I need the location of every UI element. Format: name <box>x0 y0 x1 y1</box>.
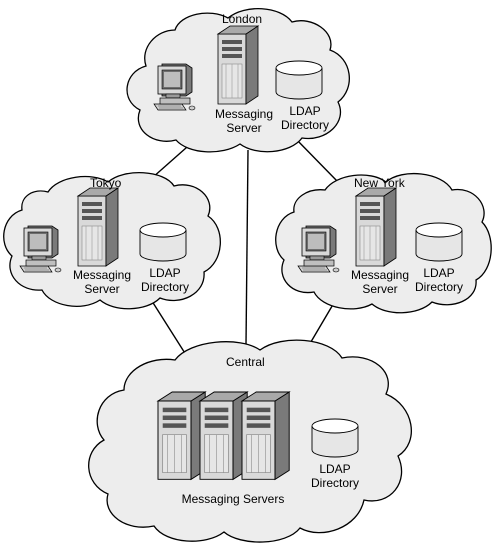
directory-label-tokyo: LDAP Directory <box>140 266 189 294</box>
site-title-newyork: New York <box>354 176 405 190</box>
server-icon <box>77 187 119 267</box>
database-icon <box>275 60 323 100</box>
database-icon <box>415 222 463 262</box>
server-icon <box>217 25 259 105</box>
servers-label-central: Messaging Servers <box>181 492 285 506</box>
link-london-central <box>245 149 249 346</box>
workstation-icon <box>19 225 62 273</box>
server-cluster <box>157 391 290 480</box>
directory-label-london: LDAP Directory <box>280 104 329 132</box>
link-tokyo-central <box>149 297 189 359</box>
directory-label-newyork: LDAP Directory <box>414 266 463 294</box>
server-label-tokyo: Messaging Server <box>72 268 132 296</box>
workstation-icon <box>153 63 196 111</box>
directory-label-central: LDAP Directory <box>310 462 359 490</box>
server-label-london: Messaging Server <box>214 107 274 135</box>
database-icon <box>139 222 187 262</box>
workstation-icon <box>297 225 340 273</box>
link-london-newyork <box>294 137 339 183</box>
server-icon <box>157 391 206 480</box>
server-icon <box>199 391 248 480</box>
server-label-newyork: Messaging Server <box>350 268 410 296</box>
server-icon <box>355 187 397 267</box>
database-icon <box>311 418 359 458</box>
site-title-london: London <box>222 12 263 26</box>
site-title-tokyo: Tokyo <box>90 176 122 190</box>
server-icon <box>241 391 290 480</box>
site-title-central: Central <box>226 355 265 369</box>
